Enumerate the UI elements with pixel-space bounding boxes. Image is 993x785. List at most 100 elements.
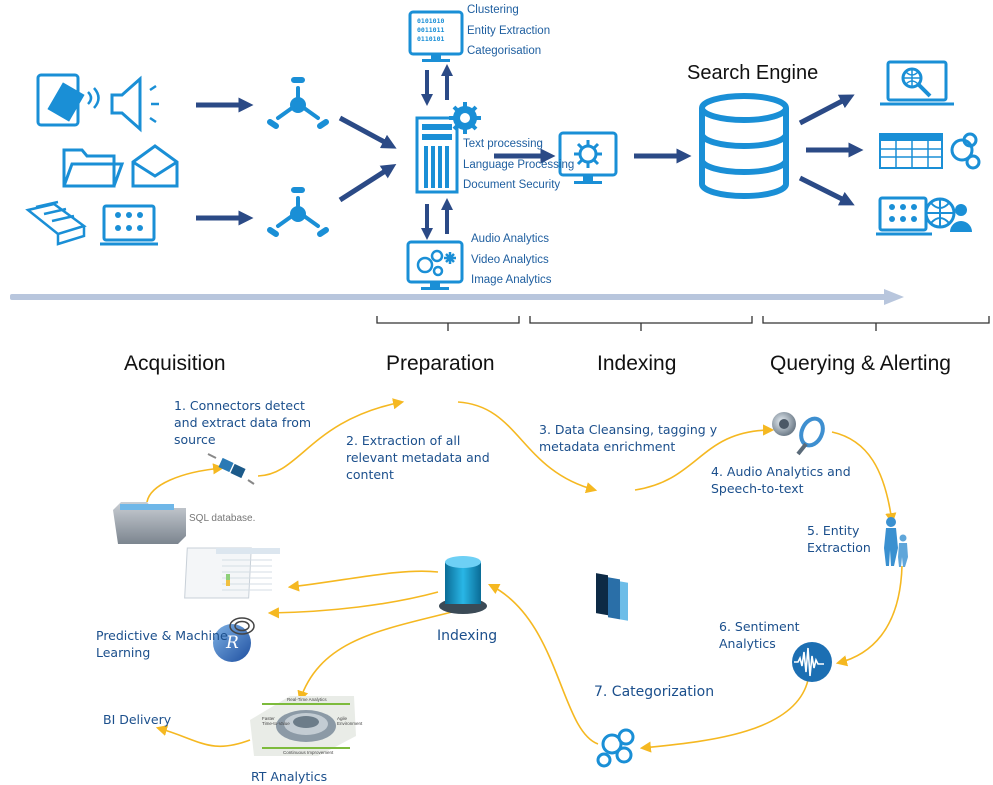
step-2-line: 2. Extraction of all (346, 433, 461, 448)
phase-brackets (376, 316, 990, 331)
rt-dial-left-text: Faster Time-to-Value (262, 716, 290, 726)
curve-bubbles-to-indexing (487, 583, 599, 745)
r-logo (213, 617, 255, 662)
label-document-security: Document Security (463, 179, 561, 191)
step-4-line: 4. Audio Analytics and (711, 464, 851, 479)
step-5-line: Extraction (807, 540, 871, 555)
step-2-line: content (346, 467, 394, 482)
curve-plug-to-prep (257, 398, 405, 477)
label-image-analytics: Image Analytics (471, 274, 552, 286)
step-2-text: 2. Extraction of all relevant metadata a… (346, 432, 490, 483)
rt-dial-left-line: Time-to-Value (262, 721, 290, 726)
phase-preparation: Preparation (386, 352, 495, 375)
connector-icon-top (267, 77, 329, 129)
curve-pages-to-speaker (634, 424, 775, 491)
curve-folder-to-plug (146, 463, 225, 503)
sql-database-label: SQL database. (189, 513, 256, 524)
speaker-icon (110, 75, 159, 133)
step-6-line: 6. Sentiment (719, 619, 800, 634)
label-categorisation: Categorisation (467, 45, 542, 57)
step-3-line: metadata enrichment (539, 439, 676, 454)
step-4-line: Speech-to-text (711, 481, 804, 496)
label-entity-extraction: Entity Extraction (467, 24, 551, 37)
predictive-label: Predictive & Machine Learning (96, 627, 228, 661)
sql-database-folder-icon (113, 502, 186, 544)
plug-connector-icon (207, 453, 255, 485)
step-1-line: 1. Connectors detect (174, 398, 305, 413)
sound-wave-icon (792, 642, 832, 682)
step-6-text: 6. Sentiment Analytics (719, 618, 800, 652)
arrow-connector-top-to-prep (338, 115, 397, 149)
step-5-line: 5. Entity (807, 523, 860, 538)
rt-dial-left-line: Faster (262, 716, 275, 721)
data-table-gears-icon (879, 132, 981, 170)
step-3-text: 3. Data Cleansing, tagging y metadata en… (539, 421, 717, 455)
vertical-arrows-bottom (421, 198, 453, 240)
indexing-label: Indexing (437, 628, 498, 644)
binary-line: 0110101 (417, 35, 445, 43)
step-4-text: 4. Audio Analytics and Speech-to-text (711, 463, 851, 497)
phase-acquisition: Acquisition (124, 352, 226, 375)
printer-icon (25, 200, 87, 246)
curve-prep-to-pages (457, 401, 598, 494)
molecule-monitor-icon (406, 240, 464, 290)
binary-text: 0101010 0011011 0110101 (417, 17, 457, 44)
binary-line: 0101010 (417, 17, 445, 25)
people-monitor-icon (100, 204, 158, 246)
phase-indexing: Indexing (597, 352, 677, 375)
progress-bar-arrowhead (884, 289, 904, 305)
step-3-line: 3. Data Cleansing, tagging y (539, 422, 718, 437)
rt-dial-top-text: Real-Time Analytics (287, 697, 327, 702)
preparation-bottom-labels: Audio Analytics Video Analytics Image An… (471, 233, 552, 296)
curve-speaker-to-person (831, 431, 897, 525)
curve-person-to-wave (835, 565, 903, 667)
bi-delivery-label: BI Delivery (103, 712, 172, 727)
rt-analytics-label: RT Analytics (251, 769, 328, 784)
curve-indexing-to-r (267, 591, 439, 619)
label-video-analytics: Video Analytics (471, 253, 549, 266)
folder-icon (62, 148, 125, 188)
rt-analytics-dial (250, 696, 356, 756)
envelope-icon (131, 144, 179, 188)
step-7-text: 7. Categorization (594, 684, 715, 700)
step-1-line: source (174, 432, 216, 447)
step-1-line: and extract data from (174, 415, 312, 430)
people-silhouette-icon (884, 517, 908, 567)
gear-monitor-icon (558, 131, 618, 184)
arrow-connector-bottom-to-prep (338, 163, 397, 203)
tablet-phone-icon (36, 73, 100, 127)
server-gear-icon (415, 102, 481, 194)
phase-querying-alerting: Querying & Alerting (770, 352, 951, 375)
laptop-globe-search-icon (880, 60, 954, 106)
curve-indexing-to-pages (287, 570, 439, 592)
predictive-line: Learning (96, 645, 151, 660)
rt-dial-right-line: Agile (337, 716, 348, 721)
step-5-text: 5. Entity Extraction (807, 522, 871, 556)
preparation-mid-labels: Text processing Language Processing Docu… (463, 138, 575, 201)
arrows-search-to-outputs (798, 94, 864, 206)
label-text-processing: Text processing (463, 138, 543, 150)
connector-icon-bottom (267, 187, 329, 237)
progress-bar (10, 294, 890, 300)
curve-wave-to-bubbles (639, 679, 809, 753)
indexing-cylinder-icon (439, 556, 487, 614)
label-clustering: Clustering (467, 4, 519, 16)
document-pages-icon (596, 573, 628, 621)
rt-dial-bottom-text: Continuous Improvement (283, 750, 334, 755)
vertical-arrows-top (421, 64, 453, 106)
step-1-text: 1. Connectors detect and extract data fr… (174, 397, 311, 448)
rt-dial-right-line: Environment (337, 721, 363, 726)
speaker-magnifier-icon (772, 412, 825, 456)
search-engine-title: Search Engine (687, 62, 819, 84)
people-globe-user-icon (876, 196, 972, 236)
bubbles-categorization-icon (596, 728, 635, 768)
label-language-processing: Language Processing (463, 158, 575, 171)
database-icon (699, 93, 789, 199)
step-6-line: Analytics (719, 636, 776, 651)
label-audio-analytics: Audio Analytics (471, 233, 549, 245)
binary-line: 0011011 (417, 26, 445, 34)
curve-indexing-to-rt (297, 611, 453, 703)
step-2-line: relevant metadata and (346, 450, 490, 465)
curve-rt-to-bi (155, 725, 251, 748)
